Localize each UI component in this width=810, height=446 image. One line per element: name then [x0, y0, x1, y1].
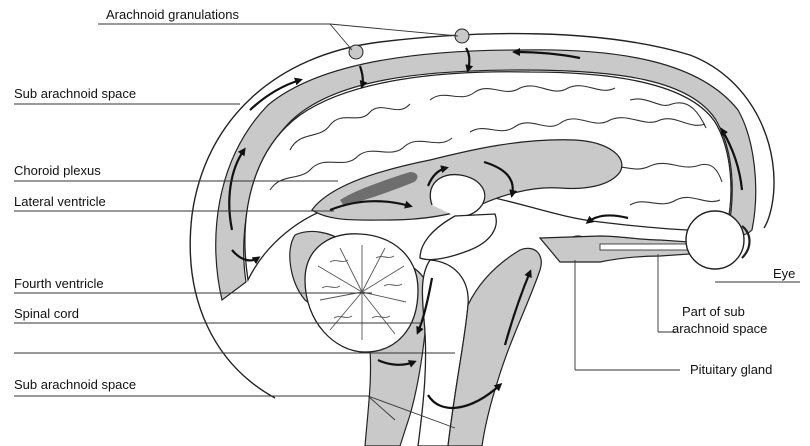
label-choroid-plexus: Choroid plexus [14, 163, 101, 178]
label-sub-arachnoid-space-top: Sub arachnoid space [14, 86, 136, 101]
label-lateral-ventricle: Lateral ventricle [14, 194, 106, 209]
label-eye: Eye [773, 266, 795, 281]
label-spinal-cord: Spinal cord [14, 306, 79, 321]
label-part-of-sub-line1: Part of sub [682, 304, 745, 319]
label-fourth-ventricle: Fourth ventricle [14, 276, 104, 291]
interventricular-white [420, 214, 496, 260]
optic-nerve-core [600, 244, 688, 250]
label-part-of-sub-line2: arachnoid space [672, 321, 767, 336]
label-pituitary-gland: Pituitary gland [690, 362, 772, 377]
label-sub-arachnoid-space-bottom: Sub arachnoid space [14, 377, 136, 392]
eye-shape [686, 211, 744, 269]
granulation-left [349, 45, 363, 59]
label-arachnoid-granulations: Arachnoid granulations [106, 7, 239, 22]
